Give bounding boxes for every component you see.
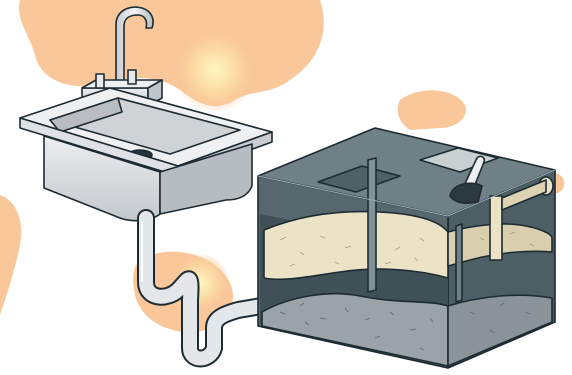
top-glow xyxy=(173,28,257,112)
handle-left-icon xyxy=(96,74,104,88)
top-blob xyxy=(19,0,324,106)
right-blob xyxy=(398,90,466,130)
left-blob xyxy=(0,195,21,315)
grease-layer xyxy=(264,212,448,280)
baffle-wall xyxy=(368,158,376,292)
sediment-layer xyxy=(262,294,448,366)
sink-basin xyxy=(20,88,272,221)
outlet-pipe xyxy=(490,196,502,260)
grease-trap-tank xyxy=(258,128,555,368)
handle-right-icon xyxy=(128,70,136,84)
